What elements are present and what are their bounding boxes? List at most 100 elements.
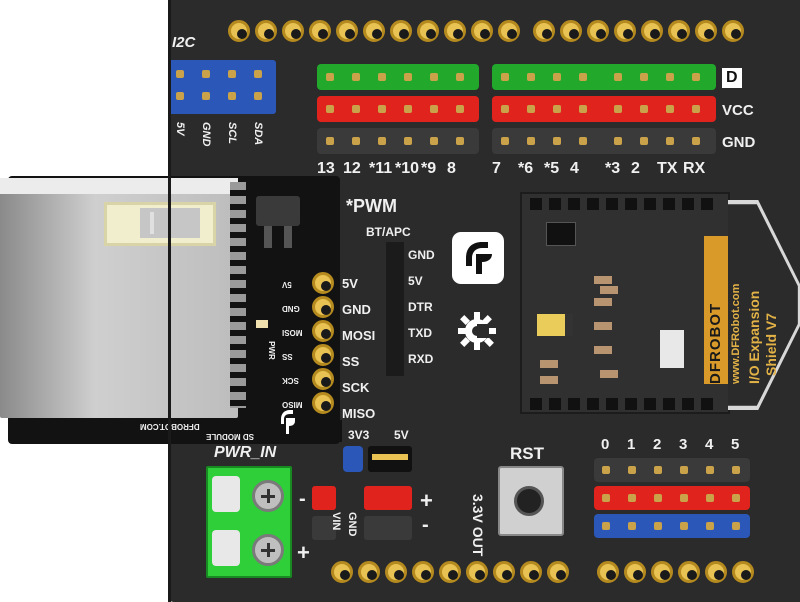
gold-hole[interactable] bbox=[331, 561, 353, 583]
smd-resistor[interactable] bbox=[594, 276, 612, 284]
smd-resistor[interactable] bbox=[594, 346, 612, 354]
sd-header-pin[interactable] bbox=[312, 272, 334, 294]
sd-header-pin[interactable] bbox=[312, 344, 334, 366]
header-pin[interactable] bbox=[404, 137, 412, 145]
gold-hole[interactable] bbox=[417, 20, 439, 42]
header-pin[interactable] bbox=[501, 137, 509, 145]
header-pin[interactable] bbox=[456, 105, 464, 113]
xbee-hole[interactable] bbox=[625, 398, 637, 410]
header-pin[interactable] bbox=[680, 466, 688, 474]
header-pin[interactable] bbox=[654, 494, 662, 502]
header-pin[interactable] bbox=[527, 73, 535, 81]
smd-resistor[interactable] bbox=[540, 376, 558, 384]
header-pin[interactable] bbox=[430, 137, 438, 145]
header-pin[interactable] bbox=[654, 466, 662, 474]
header-pin[interactable] bbox=[456, 73, 464, 81]
gold-hole[interactable] bbox=[493, 561, 515, 583]
xbee-hole[interactable] bbox=[549, 398, 561, 410]
i2c-pin[interactable] bbox=[228, 70, 236, 78]
xbee-hole[interactable] bbox=[682, 198, 694, 210]
header-pin[interactable] bbox=[666, 105, 674, 113]
gold-hole[interactable] bbox=[363, 20, 385, 42]
xbee-hole[interactable] bbox=[587, 398, 599, 410]
xbee-hole[interactable] bbox=[663, 398, 675, 410]
gold-hole[interactable] bbox=[641, 20, 663, 42]
header-pin[interactable] bbox=[628, 522, 636, 530]
gold-hole[interactable] bbox=[385, 561, 407, 583]
i2c-pin[interactable] bbox=[176, 70, 184, 78]
gold-hole[interactable] bbox=[695, 20, 717, 42]
smd-resistor[interactable] bbox=[540, 360, 558, 368]
gold-hole[interactable] bbox=[547, 561, 569, 583]
header-pin[interactable] bbox=[404, 105, 412, 113]
gold-hole[interactable] bbox=[520, 561, 542, 583]
header-pin[interactable] bbox=[706, 522, 714, 530]
header-pin[interactable] bbox=[680, 522, 688, 530]
header-pin[interactable] bbox=[553, 73, 561, 81]
header-pin[interactable] bbox=[706, 466, 714, 474]
sd-header-pin[interactable] bbox=[312, 296, 334, 318]
gold-hole[interactable] bbox=[412, 561, 434, 583]
header-pin[interactable] bbox=[692, 73, 700, 81]
xbee-hole[interactable] bbox=[701, 398, 713, 410]
gold-hole[interactable] bbox=[228, 20, 250, 42]
smd-resistor[interactable] bbox=[600, 286, 618, 294]
header-pin[interactable] bbox=[352, 105, 360, 113]
gold-hole[interactable] bbox=[678, 561, 700, 583]
smd-resistor[interactable] bbox=[594, 298, 612, 306]
gold-hole[interactable] bbox=[560, 20, 582, 42]
xbee-hole[interactable] bbox=[568, 398, 580, 410]
xbee-hole[interactable] bbox=[530, 198, 542, 210]
header-pin[interactable] bbox=[732, 466, 740, 474]
sd-header-pin[interactable] bbox=[312, 320, 334, 342]
header-pin[interactable] bbox=[553, 105, 561, 113]
gold-hole[interactable] bbox=[282, 20, 304, 42]
gold-hole[interactable] bbox=[255, 20, 277, 42]
xbee-hole[interactable] bbox=[530, 398, 542, 410]
gold-hole[interactable] bbox=[651, 561, 673, 583]
terminal-screw-1[interactable] bbox=[252, 480, 284, 512]
xbee-hole[interactable] bbox=[682, 398, 694, 410]
header-pin[interactable] bbox=[666, 137, 674, 145]
header-pin[interactable] bbox=[640, 73, 648, 81]
gold-hole[interactable] bbox=[722, 20, 744, 42]
i2c-pin[interactable] bbox=[254, 92, 262, 100]
xbee-hole[interactable] bbox=[587, 198, 599, 210]
header-pin[interactable] bbox=[628, 466, 636, 474]
i2c-pin[interactable] bbox=[202, 92, 210, 100]
terminal-screw-2[interactable] bbox=[252, 534, 284, 566]
header-pin[interactable] bbox=[706, 494, 714, 502]
header-pin[interactable] bbox=[378, 137, 386, 145]
i2c-pin[interactable] bbox=[254, 70, 262, 78]
header-pin[interactable] bbox=[614, 137, 622, 145]
xbee-hole[interactable] bbox=[663, 198, 675, 210]
gold-hole[interactable] bbox=[705, 561, 727, 583]
smd-resistor[interactable] bbox=[600, 370, 618, 378]
header-pin[interactable] bbox=[602, 494, 610, 502]
reset-button[interactable] bbox=[514, 486, 544, 516]
header-pin[interactable] bbox=[579, 73, 587, 81]
header-pin[interactable] bbox=[602, 466, 610, 474]
header-pin[interactable] bbox=[326, 137, 334, 145]
smd-resistor[interactable] bbox=[594, 322, 612, 330]
header-pin[interactable] bbox=[654, 522, 662, 530]
i2c-pin[interactable] bbox=[176, 92, 184, 100]
header-pin[interactable] bbox=[378, 105, 386, 113]
sd-header-pin[interactable] bbox=[312, 368, 334, 390]
header-pin[interactable] bbox=[614, 73, 622, 81]
header-pin[interactable] bbox=[501, 105, 509, 113]
header-pin[interactable] bbox=[680, 494, 688, 502]
header-pin[interactable] bbox=[628, 494, 636, 502]
xbee-hole[interactable] bbox=[644, 398, 656, 410]
xbee-hole[interactable] bbox=[606, 398, 618, 410]
xbee-hole[interactable] bbox=[644, 198, 656, 210]
gold-hole[interactable] bbox=[390, 20, 412, 42]
gold-hole[interactable] bbox=[439, 561, 461, 583]
gold-hole[interactable] bbox=[597, 561, 619, 583]
xbee-hole[interactable] bbox=[701, 198, 713, 210]
gold-hole[interactable] bbox=[624, 561, 646, 583]
gold-hole[interactable] bbox=[466, 561, 488, 583]
header-pin[interactable] bbox=[640, 105, 648, 113]
header-pin[interactable] bbox=[456, 137, 464, 145]
header-pin[interactable] bbox=[326, 73, 334, 81]
